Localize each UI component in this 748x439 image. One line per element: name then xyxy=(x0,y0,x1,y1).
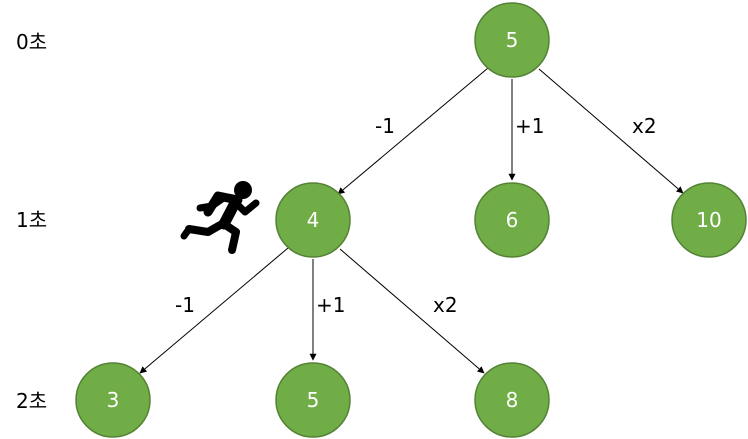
node-l1-10-value: 10 xyxy=(696,208,721,232)
edge-4-to-3 xyxy=(139,247,289,374)
node-l1-4: 4 xyxy=(275,182,351,258)
edge-label-root-minus: -1 xyxy=(375,114,395,138)
node-l2-5-value: 5 xyxy=(307,388,320,412)
edge-label-root-times: x2 xyxy=(632,114,657,138)
node-l2-3-value: 3 xyxy=(107,388,120,412)
time-label-1: 1초 xyxy=(16,208,47,232)
node-l1-4-value: 4 xyxy=(307,208,320,232)
edge-label-4-plus: +1 xyxy=(316,293,345,317)
node-l2-3: 3 xyxy=(75,362,151,438)
running-person-icon xyxy=(180,181,260,254)
node-root-value: 5 xyxy=(506,28,519,52)
edge-label-root-plus: +1 xyxy=(515,114,544,138)
time-label-2: 2초 xyxy=(16,389,47,413)
edge-root-to-4 xyxy=(337,67,489,195)
edge-4-to-8 xyxy=(339,248,485,374)
node-l2-8: 8 xyxy=(474,362,550,438)
node-root: 5 xyxy=(474,2,550,78)
edge-root-to-10 xyxy=(538,68,684,194)
node-l1-6: 6 xyxy=(474,182,550,258)
edge-label-4-times: x2 xyxy=(433,293,458,317)
edge-label-4-minus: -1 xyxy=(175,293,195,317)
node-l1-6-value: 6 xyxy=(506,208,519,232)
node-l2-8-value: 8 xyxy=(506,388,519,412)
node-l1-10: 10 xyxy=(671,182,747,258)
node-l2-5: 5 xyxy=(275,362,351,438)
time-label-0: 0초 xyxy=(16,30,47,54)
